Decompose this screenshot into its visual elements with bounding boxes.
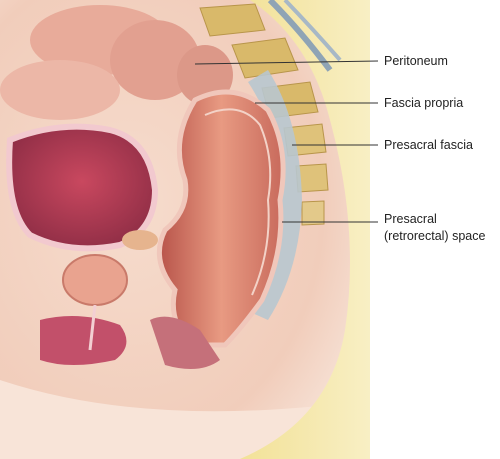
rectum-wall-line — [204, 108, 272, 296]
penile-bulb — [40, 316, 127, 365]
urethra — [88, 304, 97, 351]
bladder — [6, 123, 159, 252]
sacrum-fat — [190, 0, 370, 459]
anal-canal — [150, 316, 220, 369]
nerve-strand — [283, 0, 342, 62]
label-peritoneum: Peritoneum — [384, 54, 448, 68]
seminal-vesicle — [122, 230, 158, 250]
label-presacral-fascia: Presacral fascia — [384, 138, 473, 152]
label-fascia-propria: Fascia propria — [384, 96, 464, 110]
intestine-loops — [0, 5, 233, 120]
rectum — [156, 89, 286, 348]
presacral-space — [248, 70, 302, 320]
prostate — [62, 254, 128, 306]
leader-line-peritoneum — [194, 60, 379, 65]
label-presacral-space-line2: (retrorectal) space — [384, 229, 486, 243]
leader-lines — [194, 60, 379, 223]
label-presacral-space-line1: Presacral — [384, 212, 437, 226]
